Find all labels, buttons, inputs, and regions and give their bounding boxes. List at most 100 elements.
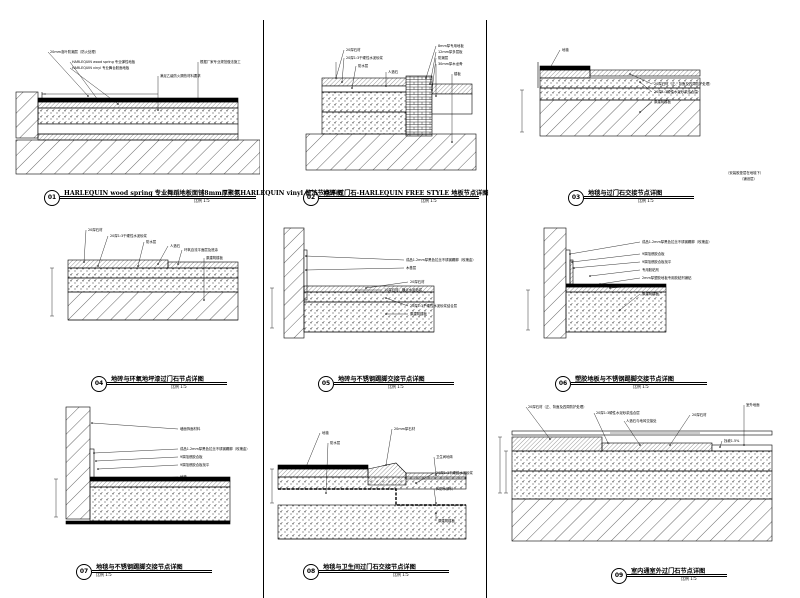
title-underline (334, 382, 454, 383)
stainless-skirting (565, 249, 571, 285)
note-03-b: （铺设层） (740, 176, 757, 181)
leader-line (157, 245, 169, 265)
leader-line (127, 476, 179, 480)
label-08-c: 防水层 (330, 440, 341, 445)
leader-dot (619, 309, 621, 311)
detail-drawing-07: 墙面饰面材料成品1.2mm厚黑色拉丝不锈钢踢脚（玫瑰金）9厚阻燃胶合板9厚阻燃胶… (54, 406, 250, 525)
column-divider-2 (486, 20, 487, 598)
detail-number: 02 (303, 190, 319, 206)
mortar-layer (511, 450, 773, 472)
leader-line (177, 249, 183, 265)
slab-fill (89, 486, 231, 522)
label-05-d: 20厚1:3干硬性水泥砂浆结合层 (410, 303, 458, 308)
leader-dot (429, 83, 431, 85)
brick-wall (405, 75, 433, 137)
label-09-b: 20厚1:3硬性水泥砂浆结合层 (596, 410, 640, 415)
detail-drawing-06: 成品1.2mm厚黑色拉丝不锈钢踢脚（玫瑰金）9厚阻燃胶合板9厚阻燃胶合板找平专用… (526, 227, 712, 339)
leader-dot (341, 81, 343, 83)
leader-dot (97, 265, 99, 267)
structural-slab (67, 291, 239, 321)
label-08-d: 原建筑楼板 (438, 518, 456, 523)
stone-layer-left (511, 436, 603, 452)
outdoor-paving (711, 444, 773, 452)
carpet-pad (277, 468, 369, 478)
leader-dot (743, 444, 745, 446)
leader-dot (639, 111, 641, 113)
detail-drawing-05: 成品1.2mm厚黑色拉丝不锈钢踢脚（玫瑰金）木基层20厚石材20厚1:3干硬性水… (270, 227, 476, 339)
leader-line (47, 51, 89, 97)
leader-line (599, 277, 641, 285)
title-underline-thin (92, 572, 212, 573)
label-01-c: HARLEQUIN vinyl 专业舞台胶面地板 (72, 65, 130, 70)
leader-line (623, 420, 641, 446)
leader-line (305, 267, 405, 271)
wall-section (543, 227, 567, 339)
detail-title: 地毯与卫生间过门石交接节点详图 (323, 564, 416, 571)
label-04-e: 环氧自流平面层及底涂 (184, 247, 219, 252)
screed-layer (511, 470, 773, 500)
column-divider-1 (263, 20, 264, 598)
detail-drawing-01: 20mm泡叶防潮层（防火处理）HARLEQUIN wood spring 专业弹… (15, 49, 260, 175)
leader-dot (639, 444, 641, 446)
detail-title: 地砖与不锈钢踢脚交接节点详图 (338, 376, 425, 383)
leader-dot (669, 444, 671, 446)
carpet-pad (89, 480, 231, 488)
leader-dot (197, 101, 199, 103)
leader-dot (573, 267, 575, 269)
concrete-fill (321, 91, 413, 113)
label-09-d: 室外地面 (746, 402, 760, 407)
leader-dot (305, 466, 307, 468)
leader-line (431, 57, 437, 91)
detail-title: 地毯与过门石交接节点详图 (588, 190, 663, 197)
leader-line (137, 241, 145, 267)
label-08-g: JS防水涂料 (435, 486, 453, 491)
label-09-c: 人造石与地砖交接处 (626, 418, 657, 423)
title-block-03: 03 地毯与过门石交接节点详图 比例 1:5 (568, 188, 728, 210)
leader-line (433, 488, 437, 504)
label-05-b: 木基层 (406, 265, 417, 270)
title-underline-thin (60, 198, 256, 199)
leader-dot (431, 89, 433, 91)
leader-line (571, 253, 641, 263)
structural-slab (539, 99, 701, 137)
label-08-e: 20厚1:3干硬性水泥砂浆 (436, 470, 474, 475)
leader-line (629, 73, 653, 85)
label-03-a: 地毯 (562, 47, 569, 52)
label-04-c: 防水层 (146, 239, 157, 244)
structural-slab (15, 139, 260, 175)
leader-dot (435, 95, 437, 97)
label-02-f: 12mm厚多层板 (438, 49, 463, 54)
leader-dot (127, 478, 129, 480)
label-02-c: 防水层 (358, 63, 369, 68)
leader-dot (435, 474, 437, 476)
mortar-layer (67, 267, 239, 279)
label-05-c: 20厚石材 (410, 279, 425, 284)
leader-dot (589, 275, 591, 277)
leader-line (415, 472, 435, 484)
leader-dot (435, 512, 437, 514)
title-underline (319, 196, 479, 197)
carpet-top (539, 65, 591, 71)
leader-dot (365, 287, 367, 289)
title-underline (319, 570, 449, 571)
title-underline-thin (319, 198, 479, 199)
leader-dot (415, 482, 417, 484)
leader-line (335, 49, 345, 79)
leader-dot (305, 269, 307, 271)
detail-title: 室内通室外过门石节点详图 (631, 568, 706, 575)
label-02-d: 人造石 (388, 69, 399, 74)
leader-dot (87, 95, 89, 97)
title-block-09: 09 室内通室外过门石节点详图 比例 1:5 (611, 566, 761, 588)
label-07-b: 成品1.2mm厚黑色拉丝不锈钢踢脚（玫瑰金） (180, 446, 250, 451)
label-06-c: 9厚阻燃胶合板找平 (642, 259, 672, 264)
label-04-a: 20厚石材 (88, 227, 103, 232)
mortar-layer (277, 476, 467, 490)
detail-number: 04 (91, 376, 107, 392)
detail-scale: 比例 1:5 (638, 198, 654, 203)
leader-dot (549, 438, 551, 440)
detail-drawing-03: 地毯20厚石材（正、背面及四周防护处理）20厚1:3硬性水泥砂浆结合层原建筑楼板… (520, 47, 763, 181)
label-06-d: 专用胶粘剂 (642, 267, 660, 272)
label-01-d: 满足乙级防火隔热材料要求 (160, 73, 201, 78)
